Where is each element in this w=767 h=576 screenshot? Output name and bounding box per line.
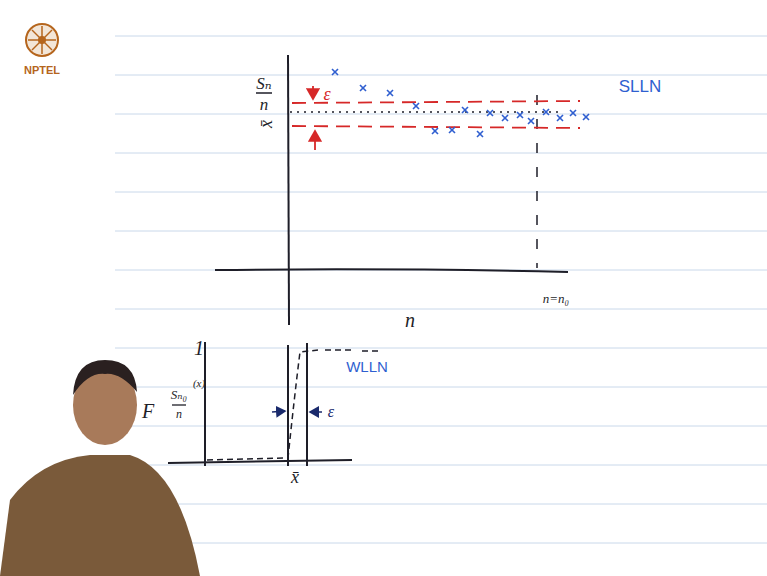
argument-label: (x) (193, 378, 205, 389)
subscript-label: Sₙ₀ (171, 388, 187, 401)
law-label: WLLN (346, 359, 388, 374)
top-axes (215, 55, 568, 325)
subscript-label: n (176, 408, 182, 420)
sample-points (332, 69, 589, 137)
marker-label: n=n₀ (543, 292, 569, 305)
mean-line (290, 111, 560, 113)
ruled-lines (115, 36, 767, 543)
function-label: F (142, 401, 154, 421)
law-label: SLLN (619, 78, 662, 95)
epsilon-arrows (313, 86, 315, 150)
fraction-bar (256, 92, 272, 94)
n0-marker (536, 95, 538, 268)
logo-text: NPTEL (24, 65, 60, 76)
mean-label: x̄ (291, 468, 299, 486)
logo-wheel (26, 24, 58, 56)
axis-label: n (405, 310, 415, 330)
tick-label: 1 (194, 338, 204, 358)
axis-label: n (260, 96, 269, 113)
epsilon-band (292, 101, 580, 128)
fraction-bar (172, 404, 186, 405)
epsilon-arrows (272, 411, 322, 412)
axis-label: Sₙ (256, 75, 271, 92)
bottom-axes (168, 342, 352, 466)
mean-label: x̄ (257, 120, 275, 128)
epsilon-label: ε (323, 85, 330, 103)
epsilon-label: ε (328, 404, 334, 420)
lecturer (0, 360, 200, 576)
